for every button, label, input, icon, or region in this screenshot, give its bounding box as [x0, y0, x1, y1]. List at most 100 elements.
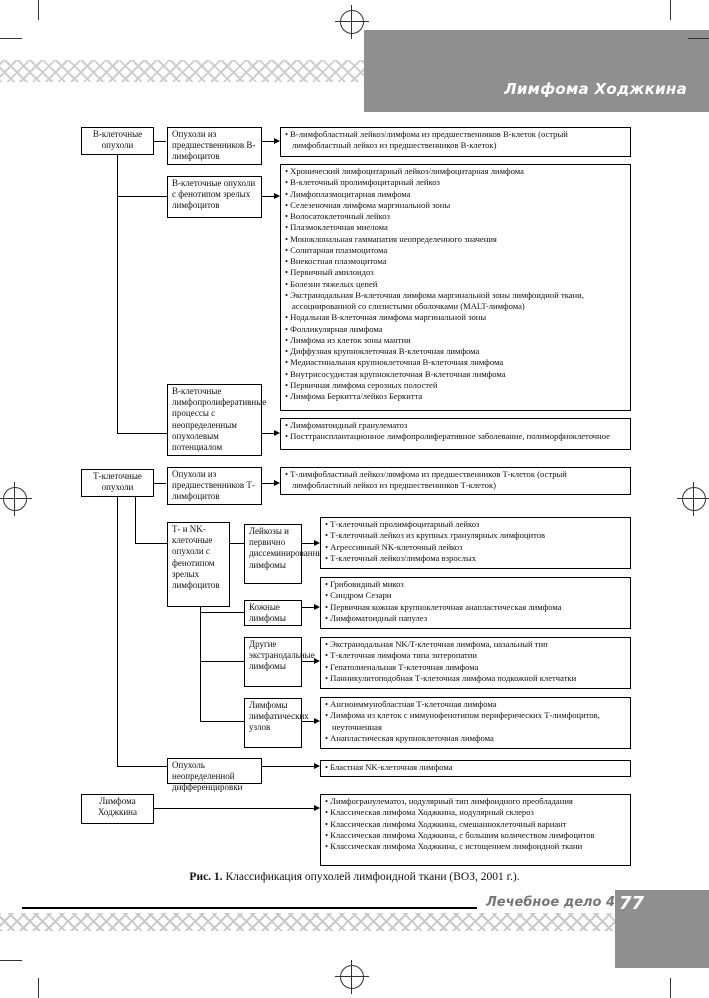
t-leukemia-list: Т-клеточный пролимфоцитарный лейкоз Т-кл…	[320, 517, 631, 569]
b-mature-box: В-клеточные опухоли с фенотипом зрелых л…	[167, 176, 262, 218]
list-item: Первичная лимфома серозных полостей	[285, 380, 626, 391]
arrow-icon	[274, 480, 280, 486]
registration-mark-icon	[335, 5, 369, 39]
arrow-icon	[274, 430, 280, 436]
list-item: Посттрансплантационное лимфопролифератив…	[285, 431, 626, 442]
connector-line	[135, 497, 136, 544]
connector-line	[117, 155, 118, 434]
list-item: Агрессивный NK-клеточный лейкоз	[325, 542, 626, 553]
connector-line	[200, 661, 244, 662]
connector-line	[261, 433, 275, 434]
connector-line	[153, 141, 166, 142]
page-number: 77	[619, 893, 645, 914]
list-item: Синдром Сезари	[325, 590, 626, 601]
list-item: Фолликулярная лимфома	[285, 324, 626, 335]
connector-line	[117, 766, 167, 767]
b-precursor-list: В-лимфобластный лейкоз/лимфома из предше…	[280, 127, 631, 157]
page-number-box	[615, 890, 709, 968]
list-item: Лимфогранулематоз, нодулярный тип лимфои…	[325, 796, 626, 807]
hodgkin-box: Лимфома Ходжкина	[81, 794, 154, 824]
list-item: Лимфома Беркитта/лейкоз Беркитта	[285, 391, 626, 402]
crop-mark	[38, 978, 39, 998]
list-item: В-лимфобластный лейкоз/лимфома из предше…	[285, 129, 626, 152]
b-mature-list: Хронический лимфоцитарный лейкоз/лимфоци…	[280, 164, 631, 411]
list-item: Лимфома из клеток с иммунофенотипом пери…	[325, 710, 626, 733]
connector-line	[135, 543, 167, 544]
connector-line	[229, 543, 244, 544]
list-item: Диффузная крупноклеточная В-клеточная ли…	[285, 346, 626, 357]
connector-line	[301, 543, 315, 544]
list-item: Экстранодальная NK/T-клеточная лимфома, …	[325, 639, 626, 650]
crop-mark	[38, 0, 39, 20]
hodgkin-list: Лимфогранулематоз, нодулярный тип лимфои…	[320, 794, 631, 866]
list-item: Моноклональная гаммапатия неопределенног…	[285, 234, 626, 245]
connector-line	[261, 766, 315, 767]
crop-mark	[688, 38, 709, 39]
connector-line	[200, 612, 244, 613]
header-banner	[364, 30, 709, 112]
list-item: Бластная NK-клеточная лимфома	[325, 762, 626, 773]
connector-line	[301, 607, 315, 608]
connector-line	[301, 721, 315, 722]
registration-mark-icon	[677, 482, 709, 516]
list-item: Лимфома из клеток зоны мантии	[285, 335, 626, 346]
arrow-icon	[314, 604, 320, 610]
list-item: Первичная кожная крупноклеточная анаплас…	[325, 602, 626, 613]
footer-rule	[22, 907, 477, 909]
crop-mark	[0, 38, 22, 39]
t-cutaneous-box: Кожные лимфомы	[244, 600, 302, 626]
arrow-icon	[314, 763, 320, 769]
connector-line	[117, 196, 167, 197]
list-item: Медиастинальная крупноклеточная В-клеточ…	[285, 357, 626, 368]
b-uncertain-box: В-клеточные лимфопролиферативные процесс…	[167, 384, 266, 456]
list-item: Т-клеточный пролимфоцитарный лейкоз	[325, 519, 626, 530]
connector-line	[117, 433, 167, 434]
list-item: Классическая лимфома Ходжкина, смешаннок…	[325, 819, 626, 830]
footer-ornament	[0, 913, 709, 931]
list-item: Лимфоплазмоцитарная лимфома	[285, 189, 626, 200]
connector-line	[200, 605, 201, 722]
arrow-icon	[314, 540, 320, 546]
t-undiff-list: Бластная NK-клеточная лимфома	[320, 760, 631, 777]
list-item: Нодальная В-клеточная лимфома маргинальн…	[285, 312, 626, 323]
t-nodal-box: Лимфомы лимфатических узлов	[244, 698, 309, 748]
list-item: Классическая лимфома Ходжкина, с большим…	[325, 830, 626, 841]
journal-name: Лечебное дело 4.2007	[486, 895, 657, 910]
arrow-icon	[314, 718, 320, 724]
connector-line	[153, 808, 315, 809]
list-item: Панникулитоподобная Т-клеточная лимфома …	[325, 673, 626, 684]
list-item: Т-лимфобластный лейкоз/лимфома из предше…	[285, 469, 626, 492]
arrow-icon	[314, 658, 320, 664]
connector-line	[261, 196, 275, 197]
arrow-icon	[274, 138, 280, 144]
list-item: Экстранодальная В-клеточная лимфома марг…	[285, 290, 626, 313]
list-item: Т-клеточная лимфома типа энтеропатии	[325, 650, 626, 661]
registration-mark-icon	[0, 482, 32, 516]
b-cell-tumors-box: В-клеточные опухоли	[81, 127, 154, 155]
list-item: Гепатолиенальная Т-клеточная лимфома	[325, 662, 626, 673]
list-item: Т-клеточный лейкоз из крупных гранулярны…	[325, 530, 626, 541]
list-item: Первичный амилоидоз	[285, 267, 626, 278]
list-item: Лимфоматоидный папулез	[325, 613, 626, 624]
t-cell-tumors-box: Т-клеточные опухоли	[81, 469, 154, 497]
connector-line	[200, 721, 244, 722]
t-leukemia-box: Лейкозы и первично диссеминированные лим…	[244, 524, 327, 584]
t-undiff-box: Опухоль неопределенной дифференцировки	[167, 758, 262, 792]
connector-line	[261, 141, 275, 142]
list-item: Ангиоиммунобластная Т-клеточная лимфома	[325, 699, 626, 710]
t-extranodal-box: Другие экстранодальные лимфомы	[244, 637, 315, 687]
header-title: Лимфома Ходжкина	[504, 80, 687, 98]
connector-line	[117, 497, 118, 767]
list-item: Анапластическая крупноклеточная лимфома	[325, 733, 626, 744]
list-item: Лимфоматоидный гранулематоз	[285, 420, 626, 431]
t-mature-box: Т- и NK-клеточные опухоли с фенотипом зр…	[167, 522, 230, 607]
crop-mark	[0, 960, 22, 961]
connector-line	[261, 483, 275, 484]
list-item: Классическая лимфома Ходжкина, нодулярны…	[325, 807, 626, 818]
list-item: Плазмоклеточная миелома	[285, 222, 626, 233]
list-item: Волосатоклеточный лейкоз	[285, 211, 626, 222]
figure-caption-text: Классификация опухолей лимфоидной ткани …	[225, 871, 520, 883]
list-item: Хронический лимфоцитарный лейкоз/лимфоци…	[285, 166, 626, 177]
t-nodal-list: Ангиоиммунобластная Т-клеточная лимфома …	[320, 697, 631, 749]
t-precursor-box: Опухоли из предшественников Т-лимфоцитов	[167, 467, 262, 505]
